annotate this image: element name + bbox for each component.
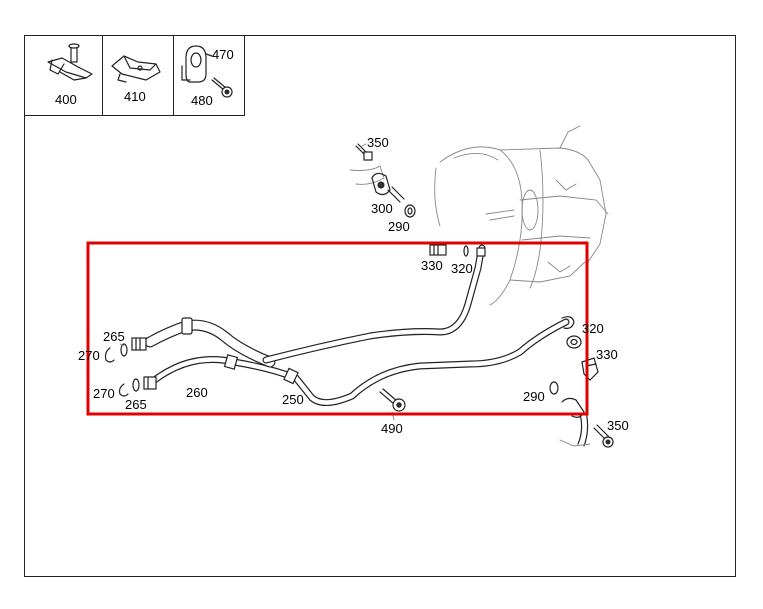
fitting-350-top-icon[interactable] — [349, 143, 385, 185]
washer-290-right-icon[interactable] — [549, 381, 559, 395]
callout-label: 260 — [186, 385, 208, 400]
callout-label: 290 — [523, 389, 545, 404]
highlight-box — [86, 241, 589, 416]
snap-ring-270-lower-icon[interactable] — [118, 383, 129, 397]
seal-265-lower-icon[interactable] — [132, 378, 140, 392]
callout-label: 350 — [367, 135, 389, 150]
callout-label: 320 — [582, 321, 604, 336]
snap-ring-270-upper-icon[interactable] — [104, 347, 115, 363]
cooler-line-260[interactable] — [144, 244, 486, 368]
bolt-480-icon[interactable] — [211, 77, 233, 98]
hose-end-upper-icon[interactable] — [131, 337, 147, 351]
bracket-300-icon[interactable] — [371, 172, 405, 203]
legend-label-470: 470 — [212, 47, 234, 62]
callout-label: 270 — [93, 386, 115, 401]
callout-label: 265 — [103, 329, 125, 344]
o-ring-320-top-icon[interactable] — [463, 245, 469, 257]
connector-330-top-icon[interactable] — [429, 244, 447, 256]
callout-label: 270 — [78, 348, 100, 363]
washer-290-top-icon[interactable] — [404, 204, 416, 218]
bolt-490-icon[interactable] — [379, 388, 406, 412]
part-labels: 400 410 470 480 350 300 290 330 320 265 … — [55, 47, 629, 436]
cooler-line-250[interactable] — [148, 316, 575, 406]
clamp-470-icon[interactable] — [181, 45, 213, 83]
callout-label: 300 — [371, 201, 393, 216]
o-ring-320-right-icon[interactable] — [566, 335, 582, 349]
callout-label: 320 — [451, 261, 473, 276]
bolt-350-right-icon[interactable] — [593, 424, 614, 448]
callout-label: 350 — [607, 418, 629, 433]
callout-label: 265 — [125, 397, 147, 412]
clip-plate-410-icon[interactable] — [111, 55, 161, 83]
callout-label: 490 — [381, 421, 403, 436]
diagram-frame — [24, 35, 736, 577]
legend-label-410: 410 — [124, 89, 146, 104]
bracket-400-icon[interactable] — [47, 43, 93, 81]
legend-panel — [24, 35, 245, 116]
callout-label: 250 — [282, 392, 304, 407]
transmission-housing — [434, 125, 609, 306]
callout-label: 330 — [421, 258, 443, 273]
seal-265-upper-icon[interactable] — [120, 343, 128, 357]
legend-label-400: 400 — [55, 92, 77, 107]
callout-label: 290 — [388, 219, 410, 234]
callout-label: 330 — [596, 347, 618, 362]
legend-label-480: 480 — [191, 93, 213, 108]
pipe-end-lower-icon[interactable] — [143, 376, 157, 390]
